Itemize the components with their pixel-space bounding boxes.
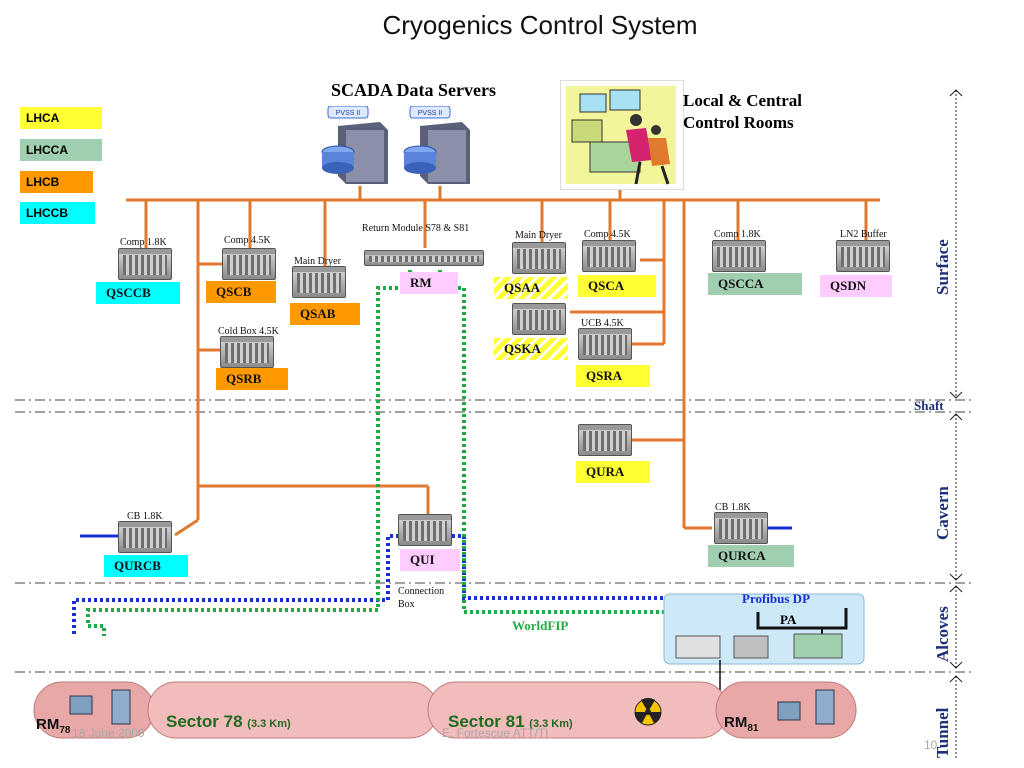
plc-qui[interactable] (398, 514, 452, 546)
cb-right-label: CB 1.8K (715, 502, 751, 513)
pvss-logo-text: PVSS II (336, 110, 361, 117)
control-rooms-label: Local & Central Control Rooms (683, 90, 802, 134)
sector-81-label: Sector 81 (3.3 Km) (448, 712, 573, 732)
tag-qurcb: QURCB (104, 555, 188, 577)
rm81-text: RM (724, 714, 748, 731)
tag-qurca: QURCA (708, 545, 794, 567)
tag-qscb: QSCB (206, 281, 276, 303)
control-room-illustration (560, 80, 684, 190)
connection-box-label: Connection Box (398, 586, 445, 610)
zone-surface-label: Surface (933, 239, 952, 295)
plc-comp18k-left[interactable] (118, 248, 172, 280)
rm78-sub: 78 (59, 725, 71, 736)
tag-qsccb: QSCCB (96, 282, 180, 304)
plc-comp45k-right[interactable] (582, 240, 636, 272)
sector-78-name: Sector 78 (166, 712, 243, 731)
sector-78-length: (3.3 Km) (247, 718, 291, 730)
plc-cold-box[interactable] (220, 336, 274, 368)
pvss-logo-text: PVSS II (418, 110, 443, 117)
plc-cb-left[interactable] (118, 521, 172, 553)
zone-shaft-label: Shaft (914, 398, 944, 413)
sector-81-length: (3.3 Km) (529, 718, 573, 730)
tag-qsab: QSAB (290, 303, 360, 325)
tag-qsca: QSCA (578, 275, 656, 297)
tag-qsrb: QSRB (216, 368, 288, 390)
rm78-text: RM (36, 716, 60, 733)
scada-server-left[interactable]: PVSS II (318, 106, 390, 186)
sector-78-label: Sector 78 (3.3 Km) (166, 712, 291, 732)
sector-81-name: Sector 81 (448, 712, 525, 731)
return-module-rack[interactable] (364, 250, 484, 266)
plc-qura[interactable] (578, 424, 632, 456)
comp18k-left-label: Comp 1.8K (120, 237, 167, 248)
legend-lhcca: LHCCA (20, 139, 102, 161)
main-dryer-left-label: Main Dryer (294, 256, 341, 267)
control-rooms-line1: Local & Central (683, 91, 802, 110)
tag-qsaa: QSAA (494, 277, 568, 299)
profibus-label: Profibus DP (742, 591, 811, 606)
scada-server-right[interactable]: PVSS II (400, 106, 472, 186)
cb-left-label: CB 1.8K (127, 511, 163, 522)
legend-lhccb: LHCCB (20, 202, 95, 224)
worldfip-label: WorldFIP (512, 618, 569, 633)
main-dryer-right-label: Main Dryer (515, 230, 562, 241)
comp18k-right-label: Comp 1.8K (714, 229, 761, 240)
zone-cavern-label: Cavern (933, 486, 952, 540)
plc-cb-right[interactable] (714, 512, 768, 544)
scada-label: SCADA Data Servers (331, 80, 496, 100)
pa-label: PA (780, 612, 797, 627)
comp45k-right-label: Comp 4.5K (584, 229, 631, 240)
plc-main-dryer-right[interactable] (512, 242, 566, 274)
rm81-label: RM81 (724, 714, 758, 734)
tag-qsdn: QSDN (820, 275, 892, 297)
comp45k-left-label: Comp 4.5K (224, 235, 271, 246)
tag-qska: QSKA (494, 338, 568, 360)
tag-qscca: QSCCA (708, 273, 802, 295)
plc-comp45k-left[interactable] (222, 248, 276, 280)
page-title: Cryogenics Control System (382, 10, 698, 40)
legend-lhcb: LHCB (20, 171, 93, 193)
return-module-label: Return Module S78 & S81 (362, 223, 470, 234)
control-rooms-line2: Control Rooms (683, 113, 794, 132)
ln2-buffer-label: LN2 Buffer (840, 229, 887, 240)
plc-ln2-buffer[interactable] (836, 240, 890, 272)
tag-rm: RM (400, 272, 458, 294)
cold-box-label: Cold Box 4.5K (218, 326, 279, 337)
plc-main-dryer-left[interactable] (292, 266, 346, 298)
footer-author: E. Fortescue ATT/TI (442, 726, 549, 740)
tag-qsra: QSRA (576, 365, 650, 387)
zone-alcoves-label: Alcoves (933, 606, 952, 662)
plc-comp18k-right[interactable] (712, 240, 766, 272)
plc-qska[interactable] (512, 303, 566, 335)
tag-qui: QUI (400, 549, 460, 571)
tag-qura: QURA (576, 461, 650, 483)
footer-page: 10 (924, 738, 938, 752)
rm78-label: RM78 (36, 716, 70, 736)
rm81-sub: 81 (747, 723, 759, 734)
legend-lhca: LHCA (20, 107, 102, 129)
footer-date: 18 June 2009 (72, 726, 145, 740)
ucb-label: UCB 4.5K (581, 318, 624, 329)
plc-ucb[interactable] (578, 328, 632, 360)
